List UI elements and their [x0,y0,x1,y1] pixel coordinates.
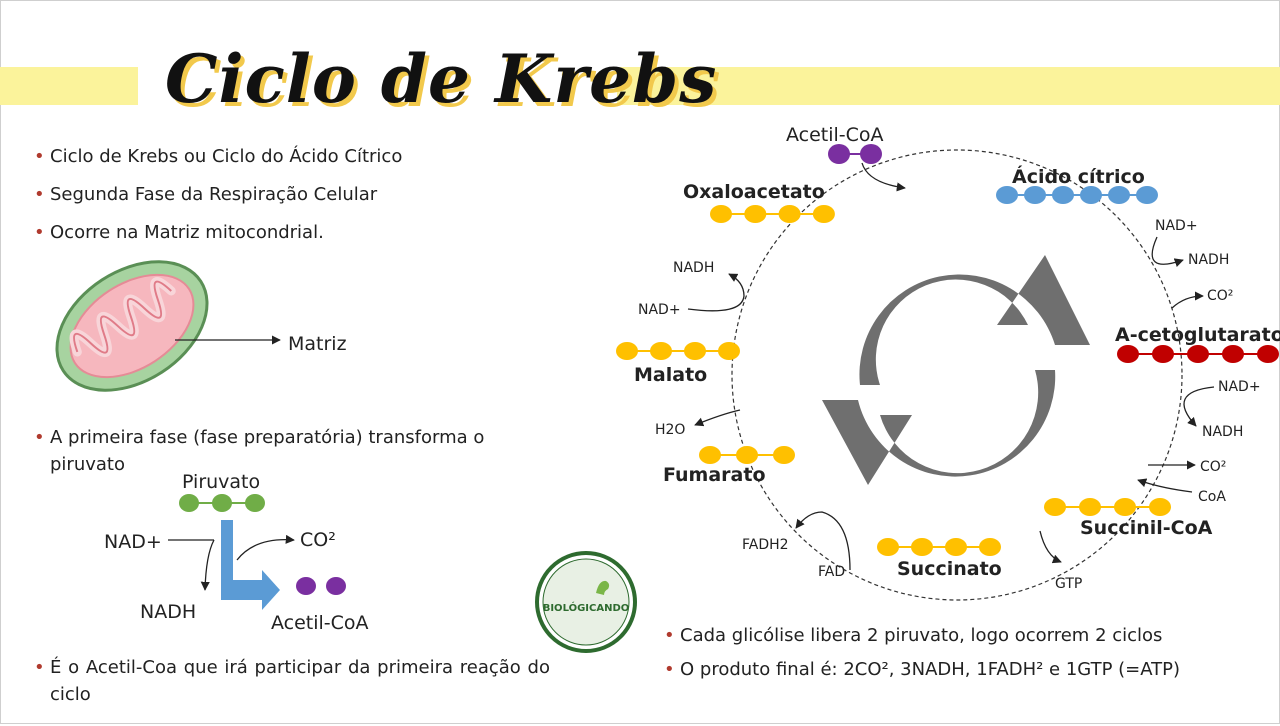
molecule-dot [1257,345,1279,363]
molecule-dot [736,446,758,464]
molecule-dot [1079,498,1101,516]
conversion-arrow [221,520,280,610]
molecule-dot [812,205,835,223]
phase-text: A primeira fase (fase preparatória) tran… [30,424,550,478]
matriz-label: Matriz [288,333,347,355]
molecule-dot [877,538,899,556]
prep-co2: CO² [300,529,336,551]
nad-plus-1: NAD+ [1155,218,1198,234]
title-band-left [0,67,138,105]
molecule-dot [773,446,795,464]
molecule-dot [1152,345,1174,363]
nadh-3: NADH [673,260,714,276]
molecule-dot [710,205,732,223]
malato-molecule [616,342,740,360]
fadh2-label: FADH2 [742,537,789,553]
cycle-arrows-icon [822,255,1090,485]
right-bullet-1: Cada glicólise libera 2 piruvato, logo o… [662,621,1162,651]
acetil-coa-cycle-molecule [828,144,882,164]
molecule-dot [718,342,740,360]
molecule-dot [1149,498,1171,516]
molecule-dot [1117,345,1139,363]
succinato-molecule [877,538,1001,556]
mitochondrion-illustration [55,260,209,392]
right-bullet-2: O produto final é: 2CO², 3NADH, 1FADH² e… [662,655,1180,685]
molecule-dot [1080,186,1102,204]
nadh-2: NADH [1202,424,1243,440]
prep-nad-plus: NAD+ [104,531,162,553]
molecule-dot [1114,498,1136,516]
molecule-dot [996,186,1018,204]
prep-nadh: NADH [140,601,196,623]
piruvato-molecule [179,494,265,512]
acetil-text: É o Acetil-Coa que irá participar da pri… [30,654,550,708]
oxaloacetato-label: Oxaloacetato [683,181,825,203]
molecule-dot [979,538,1001,556]
piruvato-label: Piruvato [182,471,260,493]
molecule-dot [1222,345,1244,363]
nad-plus-3: NAD+ [638,302,681,318]
co2-1: CO² [1207,288,1233,304]
nad-plus-2: NAD+ [1218,379,1261,395]
bullet-1: Ciclo de Krebs ou Ciclo do Ácido Cítrico [30,138,402,176]
molecule-dot [1052,186,1074,204]
molecule-dot [1044,498,1066,516]
intro-bullets: Ciclo de Krebs ou Ciclo do Ácido Cítrico… [30,138,402,252]
page-title: Ciclo de Krebs [165,40,718,118]
molecule-dot [326,577,346,595]
prep-acetil: Acetil-CoA [271,612,369,634]
acido-citrico-label: Ácido cítrico [1012,165,1145,188]
acido-citrico-molecule [996,186,1158,204]
co2-2: CO² [1200,459,1226,475]
succinil-coa-molecule [1044,498,1171,516]
molecule-dot [699,446,721,464]
molecule-dot [1024,186,1046,204]
fumarato-label: Fumarato [663,464,766,486]
molecule-dot [1108,186,1130,204]
molecule-dot [744,205,767,223]
acetil-coa-label: Acetil-CoA [786,124,884,146]
fumarato-molecule [699,446,795,464]
molecule-dot [650,342,672,360]
molecule-dot [1136,186,1158,204]
logo-text: BIOLÓGICANDO [543,601,630,614]
nadh-1: NADH [1188,252,1229,268]
title-band-right [617,67,1280,105]
a-cetoglutarato-molecule [1117,345,1279,363]
molecule-dot [1187,345,1209,363]
molecule-dot [945,538,967,556]
fad-label: FAD [818,564,845,580]
molecule-dot [245,494,265,512]
molecule-dot [860,144,882,164]
molecule-dot [212,494,232,512]
oxaloacetato-molecule [710,205,835,223]
molecule-dot [616,342,638,360]
biologicando-logo: BIOLÓGICANDO [535,551,637,653]
molecule-dot [684,342,706,360]
molecule-dot [778,205,801,223]
succinato-label: Succinato [897,558,1002,580]
gtp-label: GTP [1055,576,1082,592]
coa-label: CoA [1198,489,1226,505]
malato-label: Malato [634,364,707,386]
acetil-coa-molecule [296,577,346,595]
a-cetoglutarato-label: A-cetoglutarato [1115,324,1280,346]
molecule-dot [911,538,933,556]
bullet-3: Ocorre na Matriz mitocondrial. [30,214,370,252]
bullet-2: Segunda Fase da Respiração Celular [30,176,377,214]
cycle-circle [731,149,1183,601]
molecule-dot [179,494,199,512]
molecule-dot [828,144,850,164]
succinil-coa-label: Succinil-CoA [1080,517,1213,539]
molecule-dot [296,577,316,595]
h2o-label: H2O [655,422,685,438]
